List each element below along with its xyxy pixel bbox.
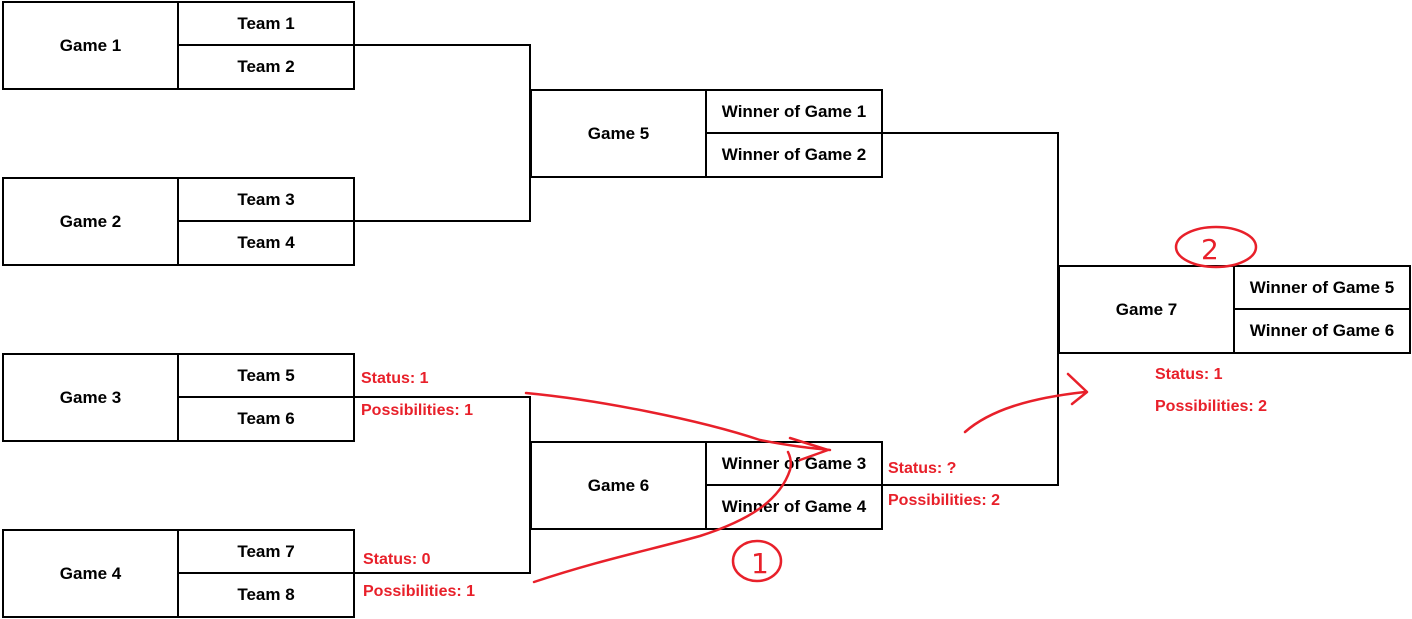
game-4-slot-1: Team 7: [179, 531, 353, 574]
game-7-slot-1: Winner of Game 5: [1235, 267, 1409, 310]
game-1: Game 1 Team 1 Team 2: [2, 1, 355, 90]
game-3-slot-1: Team 5: [179, 355, 353, 398]
game-2-slot-2: Team 4: [237, 233, 295, 252]
game-7-possibilities: Possibilities: 2: [1155, 398, 1268, 415]
step-marker-2: 2: [1201, 233, 1219, 266]
game-5-slot-1: Winner of Game 1: [707, 91, 881, 134]
game-7-slot-2: Winner of Game 6: [1249, 321, 1395, 340]
game-1-slot-2: Team 2: [237, 57, 295, 76]
game-1-slot-1: Team 1: [179, 3, 353, 46]
game-2-slot-1: Team 3: [179, 179, 353, 222]
game-5-slot-2: Winner of Game 2: [721, 145, 867, 164]
game-4-possibilities: Possibilities: 1: [363, 583, 476, 600]
game-6-slot-1: Winner of Game 3: [707, 443, 881, 486]
arrowhead-game7: [1066, 372, 1089, 406]
game-2: Game 2 Team 3 Team 4: [2, 177, 355, 266]
arrowhead-game6-top: [788, 436, 830, 462]
arrow-game3-to-game6: [524, 391, 832, 452]
game-4-status: Status: 0: [363, 551, 431, 568]
game-7-status: Status: 1: [1155, 366, 1223, 383]
game-3-slot-2: Team 6: [237, 409, 295, 428]
game-1-label: Game 1: [4, 3, 179, 88]
game-3-possibilities: Possibilities: 1: [361, 402, 474, 419]
game-6-label: Game 6: [532, 443, 707, 528]
step-marker-1: 1: [751, 547, 769, 580]
arrow-game6-to-game7: [963, 390, 1087, 434]
game-4: Game 4 Team 7 Team 8: [2, 529, 355, 618]
game-6-status: Status: ?: [888, 460, 957, 477]
game-7-label: Game 7: [1060, 267, 1235, 352]
game-5-label: Game 5: [532, 91, 707, 176]
game-6: Game 6 Winner of Game 3 Winner of Game 4: [530, 441, 883, 530]
game-7: Game 7 Winner of Game 5 Winner of Game 6: [1058, 265, 1411, 354]
game-2-label: Game 2: [4, 179, 179, 264]
game-6-possibilities: Possibilities: 2: [888, 492, 1001, 509]
game-3: Game 3 Team 5 Team 6: [2, 353, 355, 442]
circle-marker-2: [1174, 225, 1258, 269]
game-6-slot-2: Winner of Game 4: [721, 497, 867, 516]
circle-marker-1: [731, 539, 783, 583]
arrow-game4-to-game6: [532, 450, 793, 584]
game-4-label: Game 4: [4, 531, 179, 616]
game-5: Game 5 Winner of Game 1 Winner of Game 2: [530, 89, 883, 178]
game-3-status: Status: 1: [361, 370, 429, 387]
game-4-slot-2: Team 8: [237, 585, 295, 604]
game-3-label: Game 3: [4, 355, 179, 440]
